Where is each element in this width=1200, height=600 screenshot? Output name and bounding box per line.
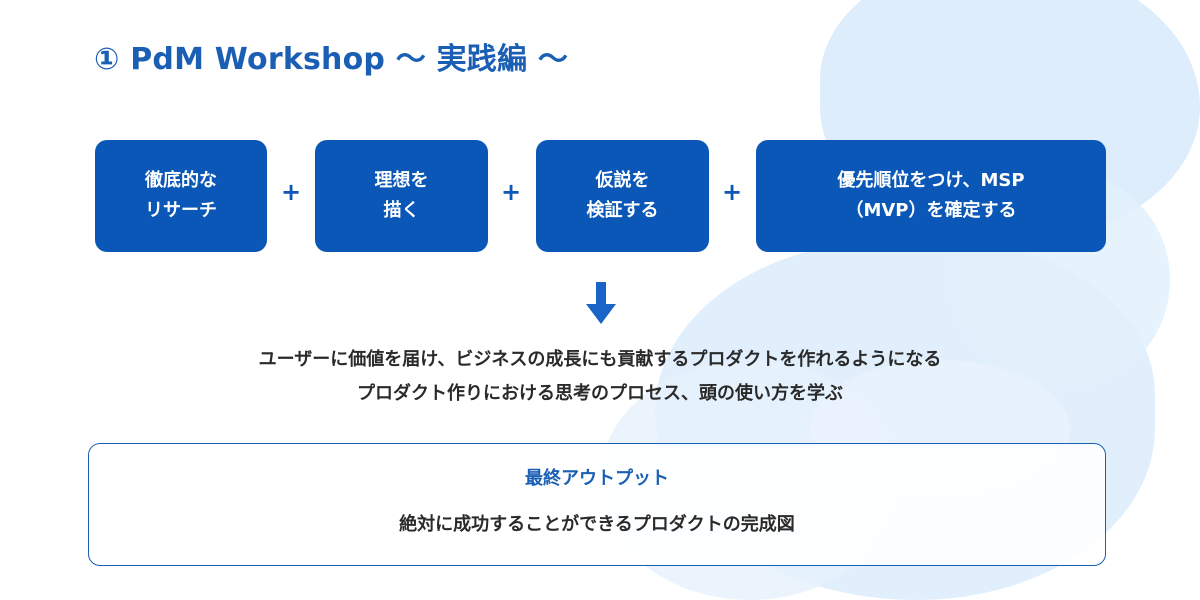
final-output-box: 最終アウトプット 絶対に成功することができるプロダクトの完成図 — [88, 443, 1106, 566]
summary-line-1: ユーザーに価値を届け、ビジネスの成長にも貢献するプロダクトを作れるようになる — [258, 349, 942, 370]
step-prioritize-label: 優先順位をつけ、MSP （MVP）を確定する — [837, 170, 1025, 221]
plus-separator-3: + — [722, 178, 743, 206]
step-ideal: 理想を 描く — [315, 140, 488, 252]
step-prioritize: 優先順位をつけ、MSP （MVP）を確定する — [756, 140, 1106, 252]
final-output-title: 最終アウトプット — [525, 468, 669, 489]
step-ideal-label: 理想を 描く — [374, 170, 429, 221]
summary-line-2: プロダクト作りにおける思考のプロセス、頭の使い方を学ぶ — [357, 383, 843, 404]
plus-separator-1: + — [281, 178, 302, 206]
page-title: ① PdM Workshop 〜 実践編 〜 — [94, 42, 569, 77]
step-research: 徹底的な リサーチ — [95, 140, 267, 252]
step-hypothesis-label: 仮説を 検証する — [586, 170, 659, 221]
plus-separator-2: + — [501, 178, 522, 206]
final-output-text: 絶対に成功することができるプロダクトの完成図 — [399, 514, 795, 535]
step-hypothesis: 仮説を 検証する — [536, 140, 709, 252]
down-arrow-icon — [586, 282, 616, 324]
step-research-label: 徹底的な リサーチ — [145, 170, 217, 221]
